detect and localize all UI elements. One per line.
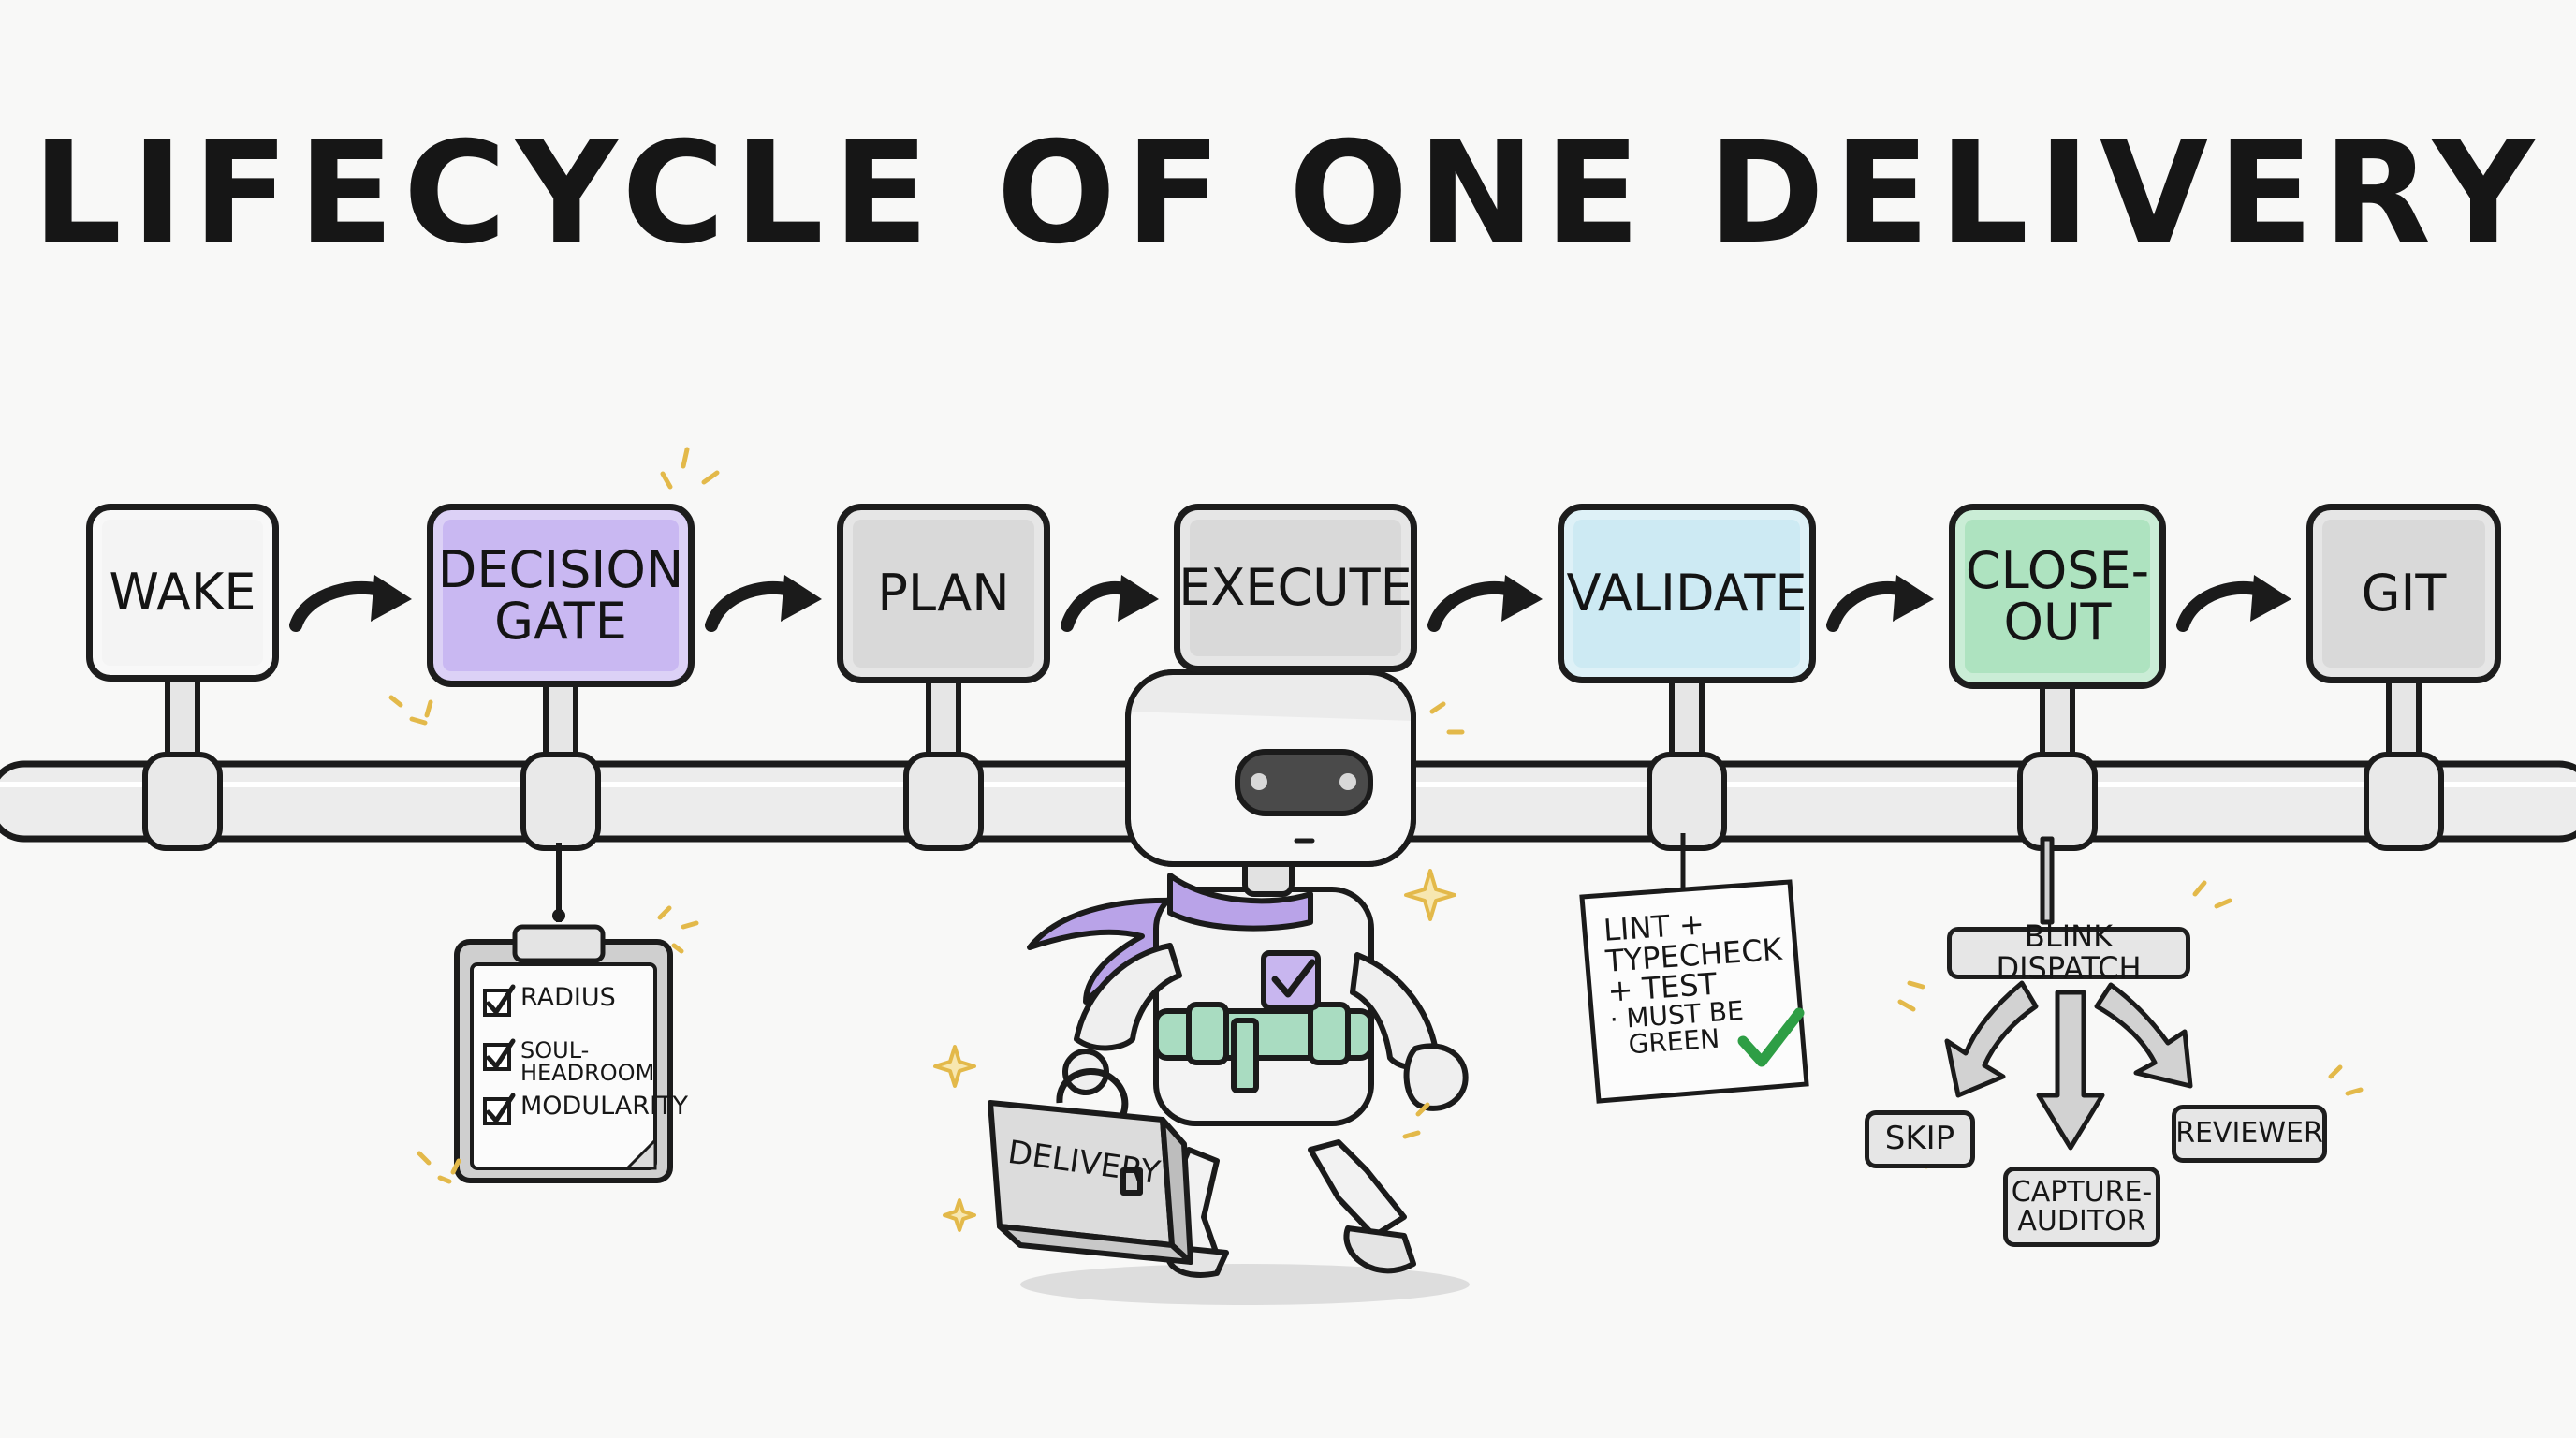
dispatch-option-reviewer: REVIEWER — [2172, 1105, 2327, 1163]
clipboard-item: RADIUS — [520, 985, 616, 1010]
stage-connectors — [142, 675, 2444, 851]
stage-box: PLAN — [837, 504, 1050, 683]
stage-label: WAKE — [110, 566, 256, 618]
stage-label-line: GIT — [2361, 564, 2447, 624]
option-label: SKIP — [1884, 1120, 1955, 1158]
option-label: CAPTURE- — [2011, 1175, 2153, 1209]
clipboard-item-line: RADIUS — [520, 983, 616, 1012]
pipe-coupling — [142, 752, 223, 851]
stage-box: GIT — [2306, 504, 2501, 683]
stage-label-line: DECISION — [437, 539, 684, 599]
validate-note — [1579, 833, 1809, 1104]
pipe-coupling — [2364, 752, 2444, 851]
stage-arrows — [289, 575, 2291, 632]
stage-label: CLOSE-OUT — [1966, 545, 2149, 648]
clipboard-item-line: SOUL- — [520, 1037, 590, 1064]
arrow-head — [1118, 575, 1159, 622]
arrow-head — [2250, 575, 2291, 622]
stage-box: EXECUTE — [1174, 504, 1417, 672]
arrow-head — [1893, 575, 1934, 622]
arrow-head — [371, 575, 412, 622]
stage-box: VALIDATE — [1558, 504, 1816, 683]
option-label: REVIEWER — [2175, 1117, 2323, 1151]
stage-label: PLAN — [877, 567, 1009, 619]
checkmark-icon — [1271, 959, 1316, 998]
stage-label-line: EXECUTE — [1178, 558, 1412, 618]
stage-label: VALIDATE — [1567, 567, 1808, 619]
stage-box: CLOSE-OUT — [1949, 504, 2166, 689]
dispatch-option-skip: SKIP — [1865, 1110, 1975, 1168]
blink-dispatch-label: BLINK DISPATCH — [1947, 921, 2190, 984]
briefcase-icon — [988, 1068, 1193, 1265]
clipboard-item: SOUL-HEADROOM — [520, 1039, 654, 1084]
checkmark-icon — [1737, 1007, 1805, 1067]
stage-label-line: OUT — [2003, 593, 2112, 652]
dispatch-arrows — [1944, 836, 2193, 1151]
dispatch-option-capture-auditor: CAPTURE- AUDITOR — [2003, 1167, 2160, 1247]
stage-label-line: PLAN — [877, 564, 1010, 624]
stage-label-line: WAKE — [109, 563, 256, 623]
robot-icon — [1020, 665, 1470, 1305]
checkmark-icon — [486, 1038, 516, 1071]
pipe-coupling — [903, 752, 984, 851]
clipboard-item: MODULARITY — [520, 1093, 688, 1119]
sparkle-dashes — [388, 447, 2364, 1184]
stage-label: GIT — [2362, 567, 2447, 619]
pipe-coupling — [2017, 752, 2098, 851]
arrow-head — [781, 575, 822, 622]
option-label: AUDITOR — [2017, 1205, 2146, 1238]
checkmark-icon — [486, 984, 516, 1017]
stage-label: EXECUTE — [1178, 562, 1412, 613]
stage-box: WAKE — [86, 504, 279, 682]
clipboard-checkboxes — [483, 984, 516, 1125]
stage-label-line: VALIDATE — [1566, 564, 1808, 624]
clipboard-item-line: HEADROOM — [520, 1060, 655, 1086]
validate-note-text: LINT + TYPECHECK + TEST · MUST BE GREEN — [1603, 902, 1799, 1060]
pipe-coupling — [520, 752, 601, 851]
sparkle-icon — [933, 869, 1456, 1232]
stage-label-line: CLOSE- — [1965, 540, 2150, 600]
checkmark-icon — [486, 1093, 516, 1125]
pipe-coupling — [1647, 752, 1727, 851]
page-title: LIFECYCLE OF ONE DELIVERY — [32, 112, 2544, 275]
clipboard-item-line: MODULARITY — [520, 1092, 688, 1121]
stage-label-line: GATE — [494, 592, 627, 651]
arrow-head — [1501, 575, 1543, 622]
